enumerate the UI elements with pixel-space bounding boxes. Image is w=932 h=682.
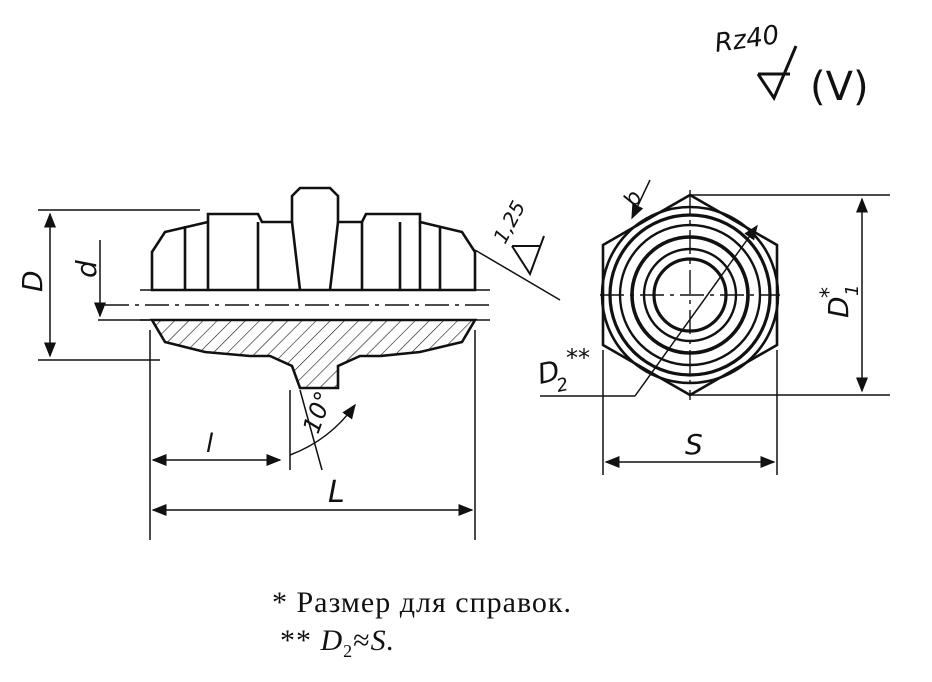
d2-note-D: D — [320, 624, 344, 657]
dim-S-label: S — [685, 428, 703, 461]
dim-l-label: l — [206, 429, 214, 459]
roughness-check-icon — [756, 45, 798, 102]
roughness-label: Rz40 — [713, 20, 781, 59]
dim-d-label: d — [70, 260, 103, 278]
end-view-dimensions — [540, 179, 890, 475]
d2-approx-note: ** D2≈S. — [280, 624, 395, 662]
angle-arc — [289, 403, 356, 456]
side-view-dimensions — [38, 209, 561, 540]
fitting-upper-half — [150, 186, 477, 292]
dim-L-label: L — [328, 475, 345, 510]
dim-b-label: b — [619, 187, 648, 211]
dim-D1-label: D — [822, 296, 855, 318]
dim-D2-leader — [634, 224, 758, 397]
d2-note-approx: ≈ — [353, 624, 371, 657]
d2-note-S: S. — [370, 624, 396, 657]
roughness-note: (V) — [810, 64, 869, 110]
roughness-symbol: Rz40 (V) — [713, 20, 869, 110]
reference-size-note: * Размер для справок. — [272, 586, 572, 619]
chamfer-leader — [474, 249, 561, 301]
d2-note-sub: 2 — [343, 641, 354, 661]
dim-D1-sub: 1 — [842, 285, 863, 296]
dim-b-leader — [631, 179, 651, 220]
dim-D1-mark: * — [817, 287, 842, 298]
fitting-section-hatched — [149, 318, 478, 390]
side-view — [105, 186, 495, 390]
d2-note-prefix: ** — [280, 624, 321, 657]
chamfer-label: 1,25 — [488, 197, 530, 248]
dim-D2-sub: 2 — [555, 374, 571, 397]
dim-D-label: D — [16, 270, 49, 292]
dim-D2-mark: ** — [566, 344, 590, 372]
end-view — [600, 190, 780, 400]
